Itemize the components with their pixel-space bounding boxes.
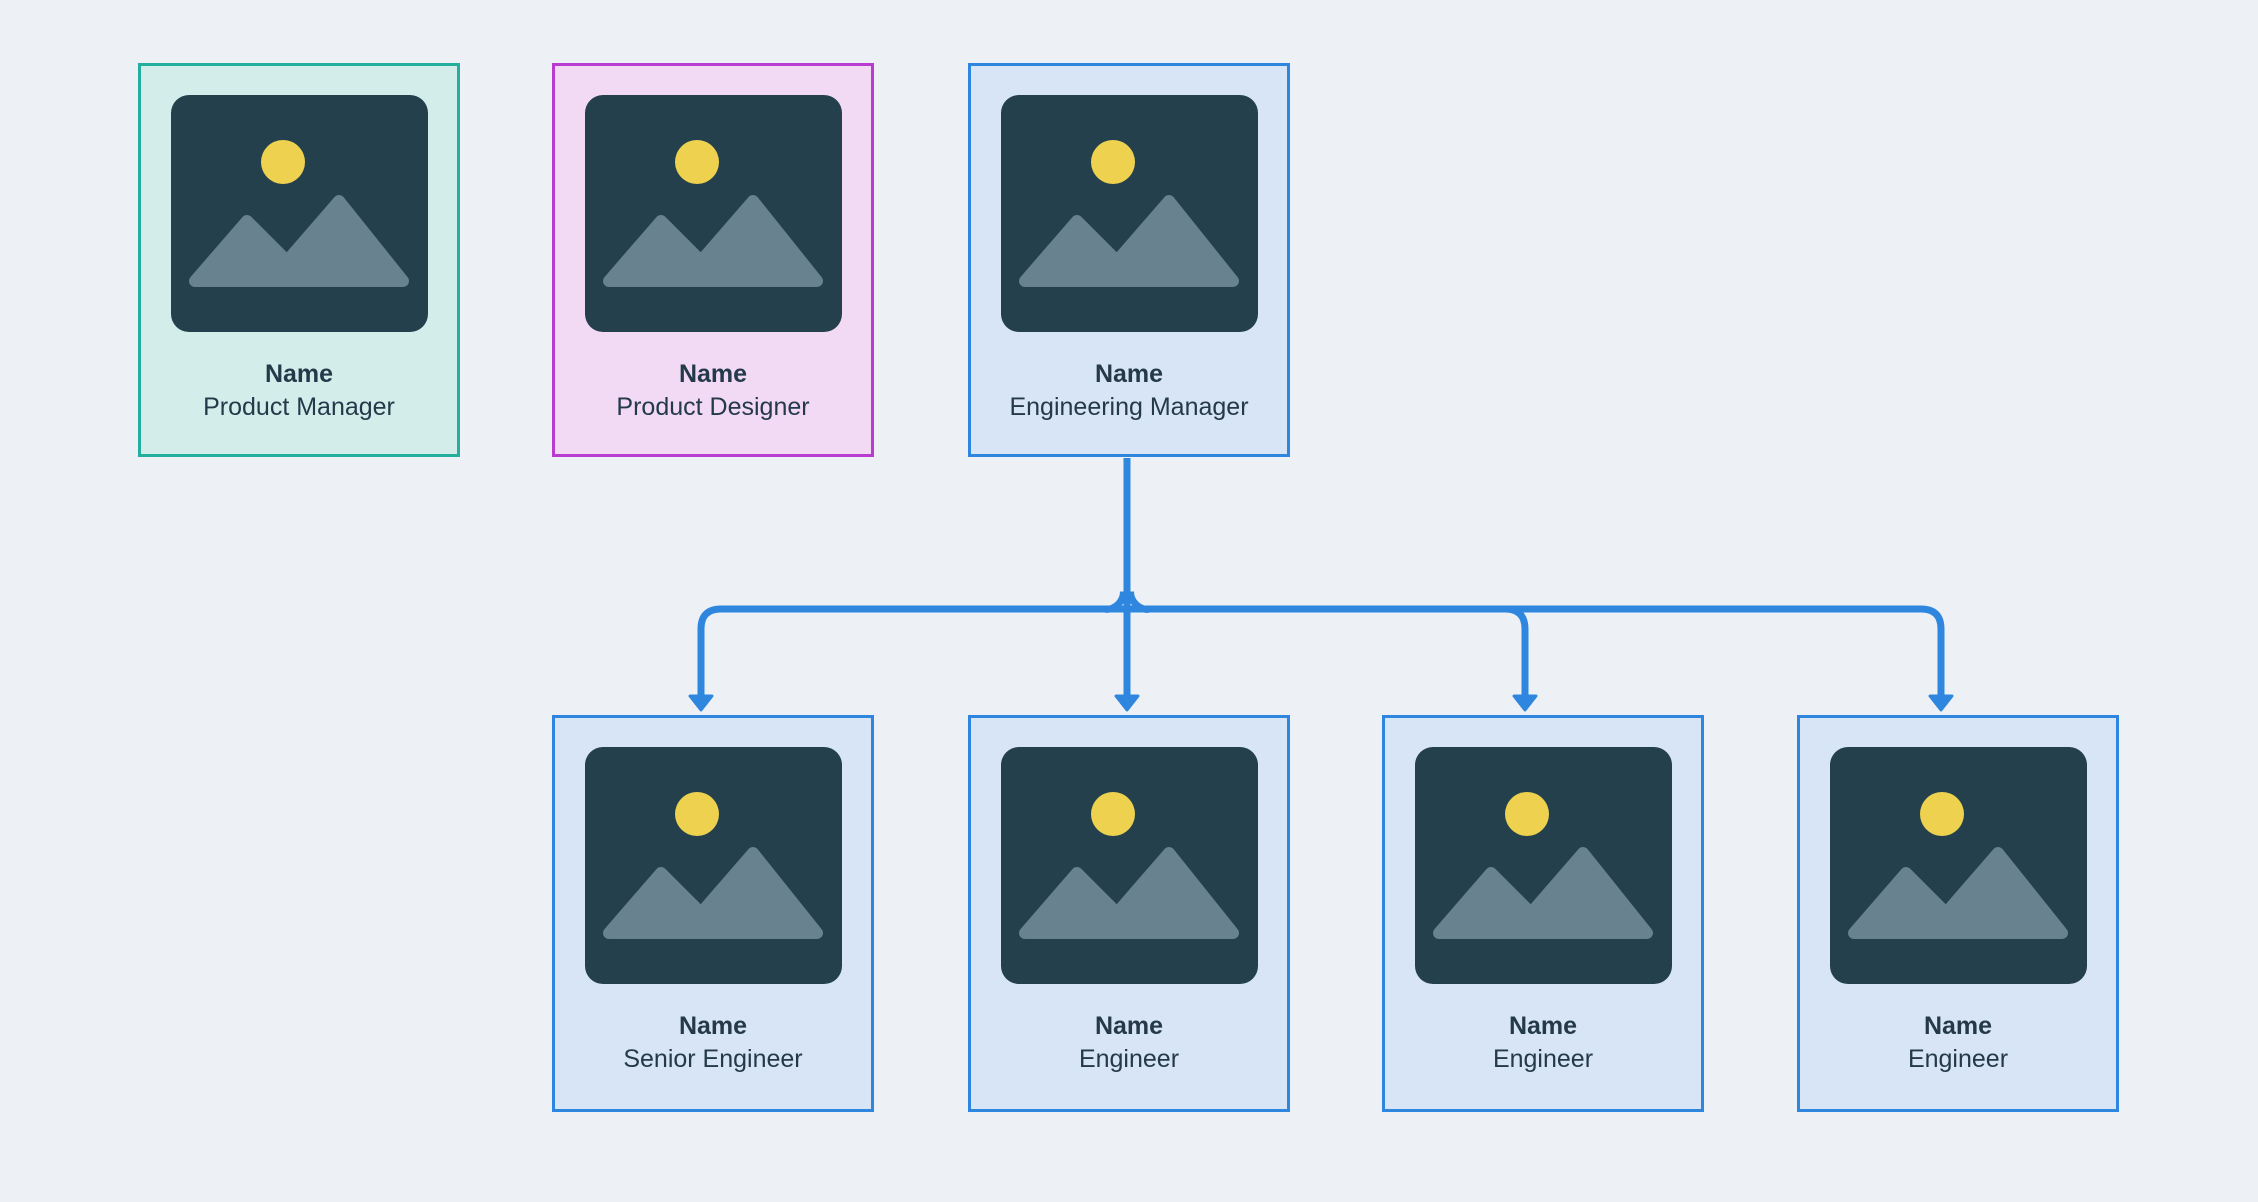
image-placeholder-icon — [1000, 747, 1258, 984]
card-role: Engineer — [1078, 1045, 1180, 1073]
edge-branch-3 — [1504, 605, 1529, 699]
image-placeholder-icon — [1829, 747, 2087, 984]
card-name: Name — [264, 360, 334, 388]
image-placeholder-icon — [170, 95, 428, 332]
org-card-engineer-3[interactable]: Name Engineer — [1797, 715, 2119, 1112]
card-role: Engineering Manager — [1009, 393, 1249, 421]
org-card-senior-engineer[interactable]: Name Senior Engineer — [552, 715, 874, 1112]
edge-fillet-left — [1105, 591, 1127, 613]
image-placeholder-icon — [1414, 747, 1672, 984]
card-role: Product Designer — [616, 393, 810, 421]
arrowhead-icon — [688, 694, 714, 712]
image-placeholder-icon — [584, 95, 842, 332]
org-card-product-manager[interactable]: Name Product Manager — [138, 63, 460, 457]
arrowhead-icon — [1512, 694, 1538, 712]
image-placeholder-icon — [584, 747, 842, 984]
arrowhead-icon — [1114, 694, 1140, 712]
card-name: Name — [1094, 360, 1164, 388]
arrowheads — [688, 694, 1954, 712]
image-placeholder-icon — [1000, 95, 1258, 332]
arrowhead-icon — [1928, 694, 1954, 712]
org-card-engineering-manager[interactable]: Name Engineering Manager — [968, 63, 1290, 457]
card-role: Senior Engineer — [623, 1045, 803, 1073]
card-role: Product Manager — [203, 393, 395, 421]
card-name: Name — [1508, 1012, 1578, 1040]
edge-fillet-right — [1127, 591, 1149, 613]
card-name: Name — [1094, 1012, 1164, 1040]
card-name: Name — [678, 360, 748, 388]
card-name: Name — [1923, 1012, 1993, 1040]
edge-rail — [697, 605, 1945, 699]
connector-edges — [697, 458, 1945, 699]
org-card-product-designer[interactable]: Name Product Designer — [552, 63, 874, 457]
card-name: Name — [678, 1012, 748, 1040]
org-card-engineer-1[interactable]: Name Engineer — [968, 715, 1290, 1112]
card-role: Engineer — [1907, 1045, 2009, 1073]
org-card-engineer-2[interactable]: Name Engineer — [1382, 715, 1704, 1112]
card-role: Engineer — [1492, 1045, 1594, 1073]
